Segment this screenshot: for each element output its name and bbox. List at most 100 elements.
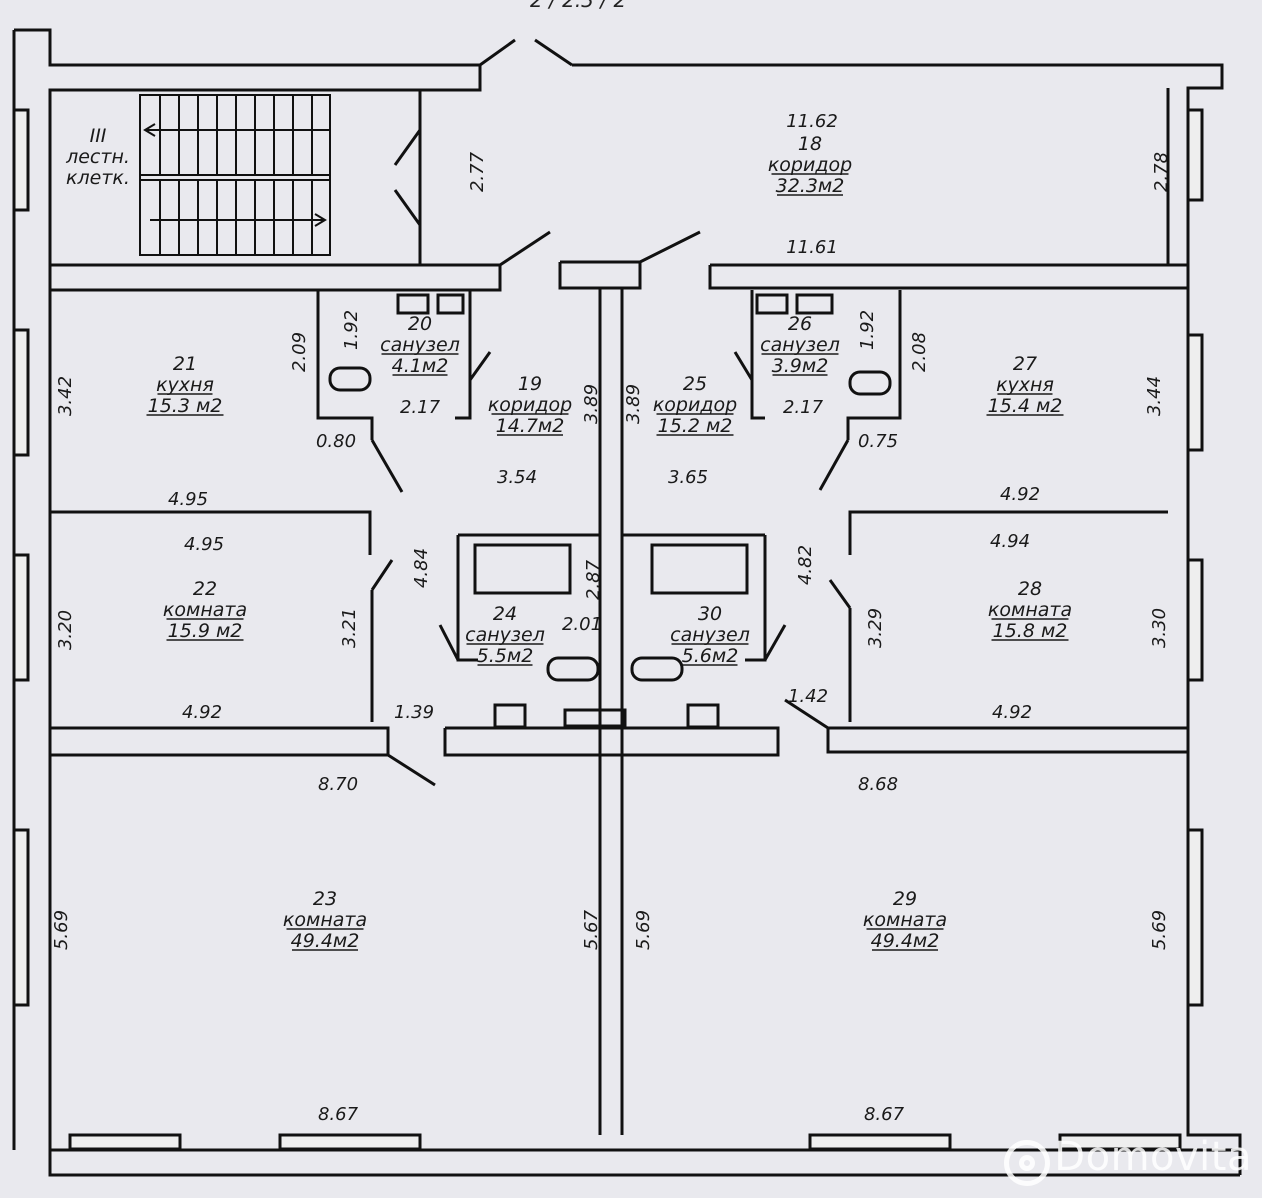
room-23-area: 49.4м2 <box>291 930 360 952</box>
dimension-label: 4.92 <box>992 702 1032 723</box>
room-22-area: 15.9 м2 <box>168 620 243 642</box>
room-29-area: 49.4м2 <box>871 930 940 952</box>
room-19-num: 19 <box>518 373 542 395</box>
dimension-label: 5.69 <box>51 910 72 950</box>
dimension-label: 4.92 <box>1000 484 1040 505</box>
dimension-label: 8.67 <box>864 1104 905 1125</box>
window-bottom-2 <box>278 1133 422 1151</box>
room-29-name: комната <box>863 909 947 931</box>
room-19-area: 14.7м2 <box>496 415 565 437</box>
room-20-num: 20 <box>408 313 432 335</box>
room-labels: 18коридор32.3м219коридор14.7м220санузел4… <box>146 133 1072 952</box>
dimension-label: 3.89 <box>623 384 644 424</box>
window-right-3 <box>1186 558 1204 682</box>
window-left-3 <box>12 553 30 682</box>
room-30-name: санузел <box>670 624 750 646</box>
window-bottom-3 <box>808 1133 952 1151</box>
dimension-label: 4.95 <box>184 534 224 555</box>
room-19-name: коридор <box>488 394 572 416</box>
room-20-name: санузел <box>380 334 460 356</box>
room-22-name: комната <box>163 599 247 621</box>
dimension-label: 5.67 <box>581 909 602 950</box>
room-29-num: 29 <box>893 888 917 910</box>
room-28-name: комната <box>988 599 1072 621</box>
room-21-name: кухня <box>156 374 214 396</box>
dimension-label: 2.08 <box>909 332 930 372</box>
room-20-area: 4.1м2 <box>392 355 449 377</box>
dimension-label: 4.84 <box>411 548 432 588</box>
room-23-num: 23 <box>313 888 337 910</box>
dimension-label: 3.30 <box>1149 608 1170 648</box>
watermark: Domovita <box>1054 1134 1252 1180</box>
dimension-label: 1.42 <box>788 686 828 707</box>
dimension-label: 8.70 <box>318 774 358 795</box>
dimension-label: 3.65 <box>668 467 708 488</box>
room-28-area: 15.8 м2 <box>993 620 1068 642</box>
room-28-num: 28 <box>1018 578 1042 600</box>
top-area-fragment: 2 / 2.3 / 2 <box>530 0 627 12</box>
stair-label-line1: III <box>90 125 107 147</box>
dimension-label: 0.75 <box>858 431 898 452</box>
room-23-name: комната <box>283 909 367 931</box>
dimension-label: 11.61 <box>786 237 838 258</box>
dimension-label: 5.69 <box>633 910 654 950</box>
dimension-label: 1.92 <box>341 310 362 350</box>
room-18-area: 32.3м2 <box>776 175 845 197</box>
room-18-name: коридор <box>768 154 852 176</box>
dimension-label: 2.87 <box>583 559 604 600</box>
dimension-label: 1.92 <box>857 310 878 350</box>
staircase <box>139 94 331 256</box>
dimension-label: 3.44 <box>1144 376 1165 416</box>
dimension-label: 8.67 <box>318 1104 359 1125</box>
dimension-label: 0.80 <box>316 431 356 452</box>
window-right-2 <box>1186 333 1204 452</box>
stair-label-line2: лестн. <box>65 146 130 168</box>
dimension-label: 3.20 <box>55 610 76 650</box>
dimension-label: 11.62 <box>786 111 838 132</box>
room-25-area: 15.2 м2 <box>658 415 733 437</box>
dimension-label: 5.69 <box>1149 910 1170 950</box>
room-18-num: 18 <box>798 133 822 155</box>
room-26-num: 26 <box>788 313 812 335</box>
room-27-name: кухня <box>996 374 1054 396</box>
dimension-label: 4.92 <box>182 702 222 723</box>
dimension-label: 3.89 <box>581 384 602 424</box>
room-21-num: 21 <box>173 353 197 375</box>
room-24-name: санузел <box>465 624 545 646</box>
room-21-area: 15.3 м2 <box>148 395 223 417</box>
dimension-labels: 11.62 11.61 2.77 2.78 1.92 2.09 2.17 0.80 3.42 4.… <box>51 111 1172 1125</box>
room-27-area: 15.4 м2 <box>988 395 1063 417</box>
stair-label-line3: клетк. <box>66 167 130 189</box>
room-25-num: 25 <box>683 373 707 395</box>
dimension-label: 8.68 <box>858 774 898 795</box>
dimension-label: 3.21 <box>339 608 360 648</box>
dimension-label: 4.82 <box>795 545 816 585</box>
room-26-name: санузел <box>760 334 840 356</box>
dimension-label: 4.95 <box>168 489 208 510</box>
dimension-label: 3.29 <box>865 608 886 648</box>
window-bottom-1 <box>68 1133 182 1151</box>
room-25-name: коридор <box>653 394 737 416</box>
room-27-num: 27 <box>1013 353 1037 375</box>
dimension-label: 2.01 <box>562 614 602 635</box>
dimension-label: 2.77 <box>467 151 488 192</box>
dimension-label: 1.39 <box>394 702 434 723</box>
room-30-area: 5.6м2 <box>682 645 739 667</box>
dimension-label: 2.78 <box>1151 152 1172 192</box>
dimension-label: 3.42 <box>55 376 76 416</box>
watermark-logo-icon <box>1004 1140 1050 1186</box>
window-right-4 <box>1186 828 1204 1007</box>
window-right-1 <box>1186 108 1204 202</box>
room-24-num: 24 <box>493 603 517 625</box>
dimension-label: 2.09 <box>289 332 310 372</box>
window-left-2 <box>12 328 30 457</box>
room-30-num: 30 <box>698 603 722 625</box>
room-22-num: 22 <box>193 578 217 600</box>
window-left-1 <box>12 108 30 212</box>
window-left-4 <box>12 828 30 1007</box>
room-26-area: 3.9м2 <box>772 355 829 377</box>
dimension-label: 2.17 <box>783 397 824 418</box>
room-24-area: 5.5м2 <box>477 645 534 667</box>
